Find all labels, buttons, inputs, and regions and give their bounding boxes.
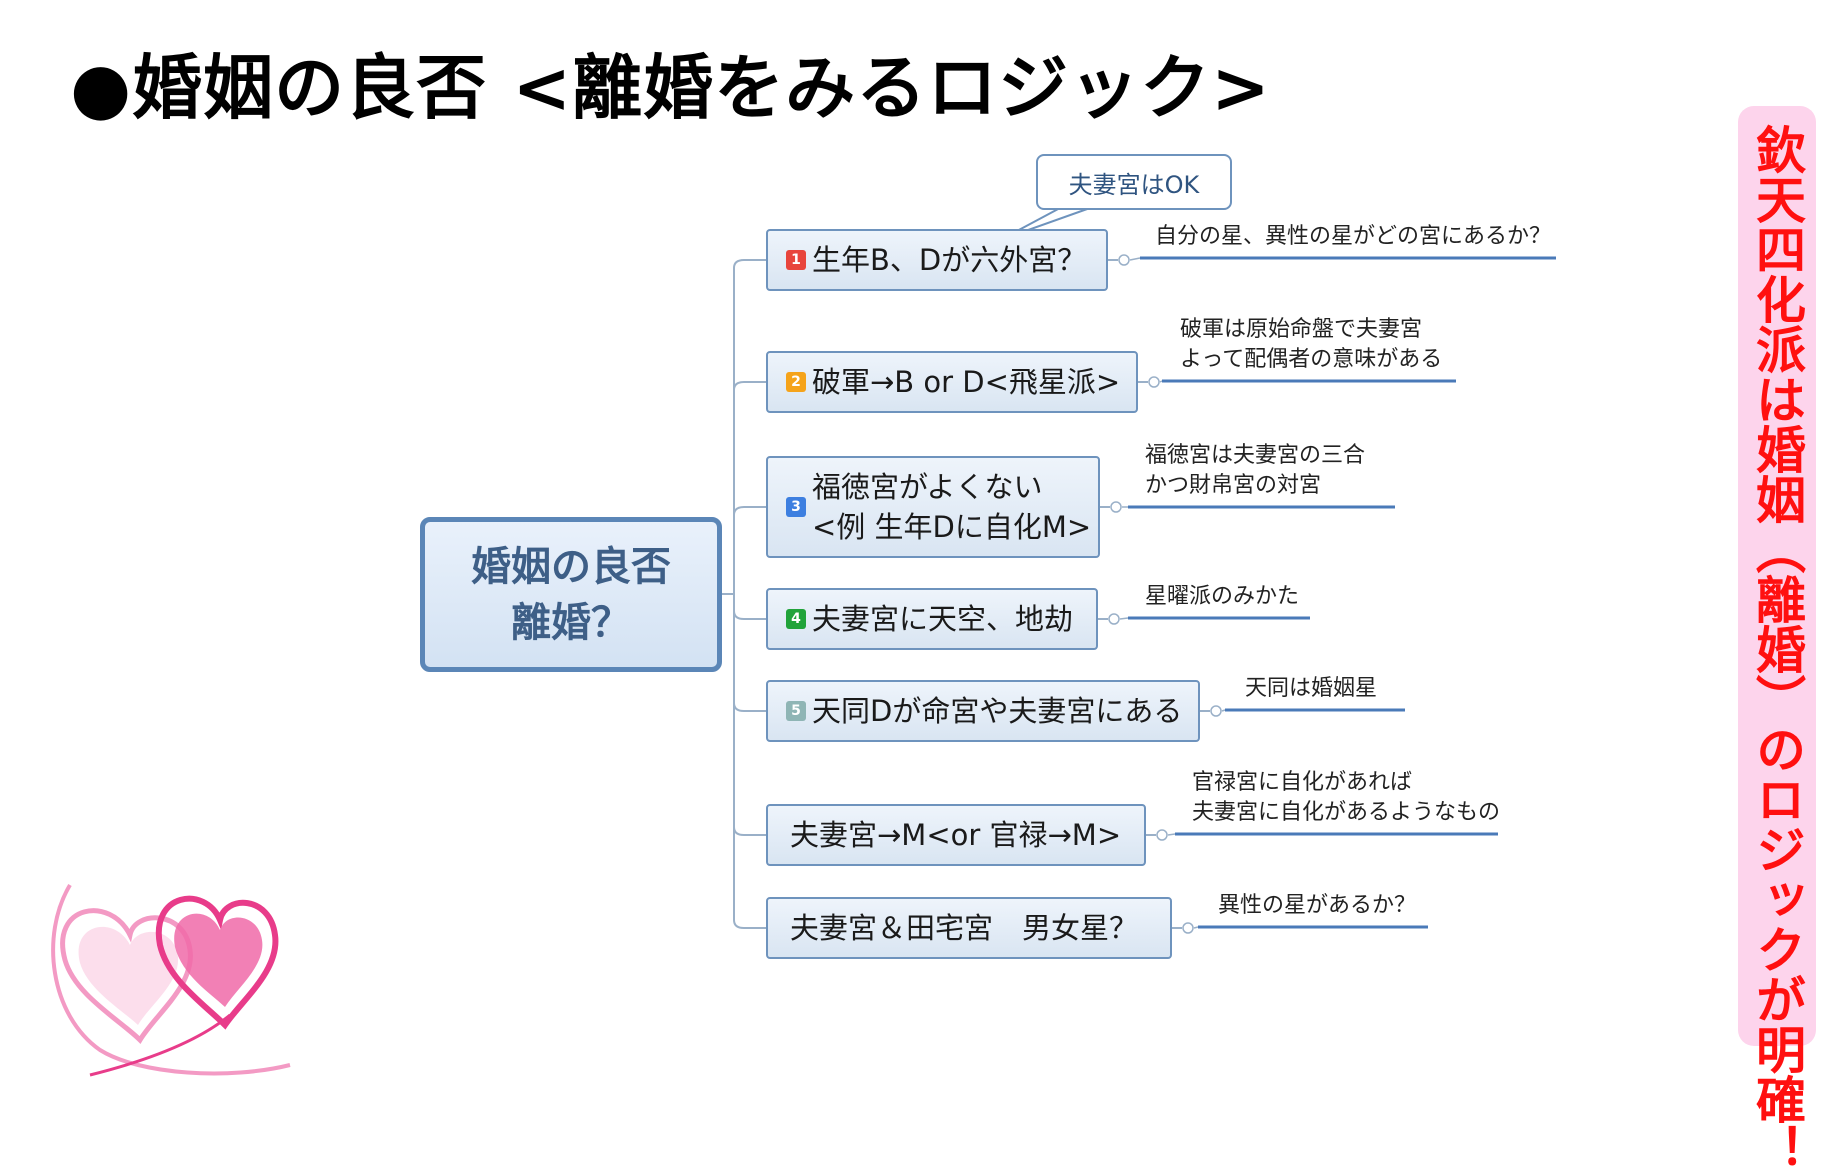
branch-topic-3[interactable]: 3 福徳宮がよくない <例 生年Dに自化M> bbox=[766, 456, 1100, 558]
branch-connector bbox=[733, 381, 766, 391]
branch-label: 夫妻宮→M<or 官禄→M> bbox=[790, 815, 1121, 855]
branch-topic-2[interactable]: 2 破軍→B or D<飛星派> bbox=[766, 351, 1138, 413]
note-connector bbox=[1159, 380, 1163, 383]
branch-topic-1[interactable]: 1 生年B、Dが六外宮？ bbox=[766, 229, 1108, 291]
branch-topic-7[interactable]: 夫妻宮＆田宅宮 男女星？ bbox=[766, 897, 1172, 959]
callout-bubble: 夫妻宮はOK bbox=[1036, 154, 1232, 210]
branch-label-line: 夫妻宮に天空、地劫 bbox=[812, 602, 1074, 636]
branch-note-line: かつ財帛宮の対宮 bbox=[1145, 473, 1322, 498]
branch-label: 天同Dが命宮や夫妻宮にある bbox=[812, 691, 1182, 731]
branch-note-line: 福徳宮は夫妻宮の三合 bbox=[1145, 443, 1366, 468]
branch-label: 夫妻宮に天空、地劫 bbox=[812, 599, 1073, 639]
branch-note-line: 夫妻宮に自化があるようなもの bbox=[1192, 800, 1501, 825]
priority-badge-icon: 4 bbox=[786, 609, 806, 629]
branch-note-4: 星曜派のみかた bbox=[1145, 582, 1299, 612]
note-connector bbox=[1167, 833, 1176, 836]
collapse-knob-icon bbox=[1156, 829, 1168, 841]
branch-topic-4[interactable]: 4 夫妻宮に天空、地劫 bbox=[766, 588, 1098, 650]
collapse-knob-icon bbox=[1210, 705, 1222, 717]
branch-note-3: 福徳宮は夫妻宮の三合かつ財帛宮の対宮 bbox=[1145, 441, 1365, 501]
collapse-knob-icon bbox=[1118, 254, 1130, 266]
branch-note-7: 異性の星があるか？ bbox=[1218, 891, 1416, 921]
branch-label-line: 福徳宮がよくない bbox=[812, 470, 1043, 504]
branch-note-line: よって配偶者の意味がある bbox=[1180, 347, 1443, 372]
central-topic-line1: 婚姻の良否 bbox=[471, 543, 671, 590]
priority-badge-icon: 5 bbox=[786, 701, 806, 721]
branch-label: 福徳宮がよくない <例 生年Dに自化M> bbox=[812, 467, 1091, 547]
branch-label-line: 天同Dが命宮や夫妻宮にある bbox=[812, 694, 1183, 728]
priority-badge-icon: 3 bbox=[786, 497, 806, 517]
priority-badge-icon: 1 bbox=[786, 250, 806, 270]
note-connector bbox=[1129, 257, 1141, 261]
branch-note-line: 天同は婚姻星 bbox=[1245, 676, 1378, 701]
note-connector bbox=[1119, 617, 1129, 620]
branch-label-line: 夫妻宮→M<or 官禄→M> bbox=[790, 818, 1122, 852]
callout-text: 夫妻宮はOK bbox=[1068, 170, 1200, 199]
branch-connector bbox=[733, 702, 766, 712]
page-title: ●婚姻の良否 <離婚をみるロジック> bbox=[70, 47, 1271, 129]
branch-connector bbox=[733, 610, 766, 620]
branch-label-line: 破軍→B or D<飛星派> bbox=[812, 365, 1121, 399]
branch-label: 破軍→B or D<飛星派> bbox=[812, 362, 1120, 402]
note-connector bbox=[1221, 709, 1226, 712]
priority-badge-icon: 2 bbox=[786, 372, 806, 392]
branch-connector bbox=[733, 919, 766, 929]
branch-note-line: 異性の星があるか？ bbox=[1218, 893, 1417, 918]
collapse-knob-icon bbox=[1110, 501, 1122, 513]
branch-connector bbox=[733, 506, 766, 516]
side-banner-text: 欽天四化派は婚姻（離婚）のロジックが明確！ bbox=[1748, 124, 1806, 1174]
branch-topic-5[interactable]: 5 天同Dが命宮や夫妻宮にある bbox=[766, 680, 1200, 742]
branch-note-line: 星曜派のみかた bbox=[1145, 584, 1300, 609]
branch-label-line: <例 生年Dに自化M> bbox=[812, 510, 1092, 544]
branch-topic-6[interactable]: 夫妻宮→M<or 官禄→M> bbox=[766, 804, 1146, 866]
branch-note-6: 官禄宮に自化があれば夫妻宮に自化があるようなもの bbox=[1192, 768, 1500, 828]
branch-label: 生年B、Dが六外宮？ bbox=[812, 240, 1086, 280]
branch-label-line: 生年B、Dが六外宮？ bbox=[812, 243, 1087, 277]
central-topic-line2: 離婚？ bbox=[511, 599, 631, 646]
side-banner: 欽天四化派は婚姻（離婚）のロジックが明確！ bbox=[1738, 106, 1816, 1174]
branch-note-5: 天同は婚姻星 bbox=[1245, 674, 1377, 704]
collapse-knob-icon bbox=[1148, 376, 1160, 388]
branch-note-line: 破軍は原始命盤で夫妻宮 bbox=[1180, 317, 1423, 342]
branch-note-line: 官禄宮に自化があれば bbox=[1192, 770, 1413, 795]
branch-note-1: 自分の星、異性の星がどの宮にあるか？ bbox=[1155, 222, 1551, 252]
collapse-knob-icon bbox=[1182, 922, 1194, 934]
branch-connector bbox=[733, 826, 766, 836]
collapse-knob-icon bbox=[1108, 613, 1120, 625]
branch-label-line: 夫妻宮＆田宅宮 男女星？ bbox=[790, 911, 1139, 945]
central-topic[interactable]: 婚姻の良否 離婚？ bbox=[420, 517, 722, 672]
branch-label: 夫妻宮＆田宅宮 男女星？ bbox=[790, 908, 1138, 948]
branch-connector bbox=[733, 259, 766, 269]
branch-note-line: 自分の星、異性の星がどの宮にあるか？ bbox=[1155, 224, 1552, 249]
branch-note-2: 破軍は原始命盤で夫妻宮よって配偶者の意味がある bbox=[1180, 315, 1442, 375]
note-connector bbox=[1193, 926, 1199, 929]
hearts-icon bbox=[51, 883, 291, 1077]
